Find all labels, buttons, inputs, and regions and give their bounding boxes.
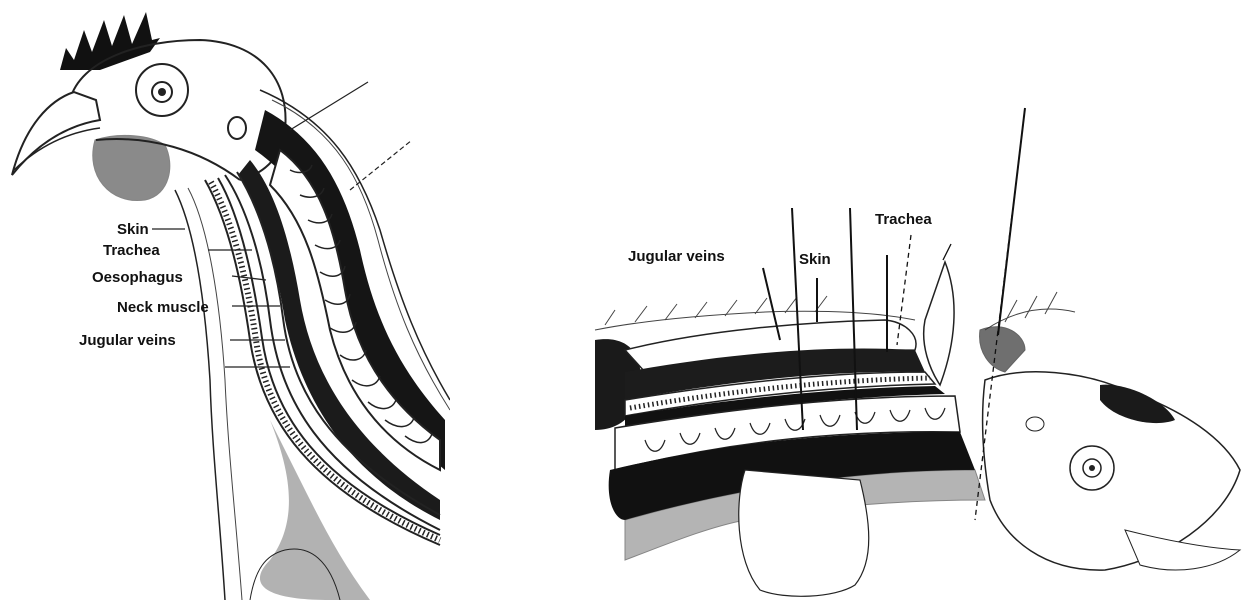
cut-stump [980,327,1025,372]
right-diagram-svg: Jugular veins Skin Trachea [585,0,1246,600]
label-trachea: Trachea [103,242,160,259]
label-skin: Skin [117,221,149,238]
neck-ventral-skin [175,190,225,600]
ear-lobe [228,117,246,139]
label-jugular-veins-right: Jugular veins [628,248,725,265]
beak [12,92,100,175]
comb [60,12,160,70]
wattle [93,135,170,200]
label-oesophagus: Oesophagus [92,269,183,286]
cut-line-dashed [350,140,412,190]
label-trachea-right: Trachea [875,211,932,228]
cut-line-solid [290,82,368,130]
hanging-skin-flap [739,470,869,596]
label-jugular-veins: Jugular veins [79,332,176,349]
left-anatomy-diagram: Skin Trachea Oesophagus Neck muscle Jugu… [0,0,450,600]
right-anatomy-diagram: Jugular veins Skin Trachea [585,0,1246,600]
left-diagram-svg: Skin Trachea Oesophagus Neck muscle Jugu… [0,0,450,600]
label-skin-right: Skin [799,251,831,268]
knife-blade [924,262,954,385]
label-neck-muscle: Neck muscle [117,299,209,316]
